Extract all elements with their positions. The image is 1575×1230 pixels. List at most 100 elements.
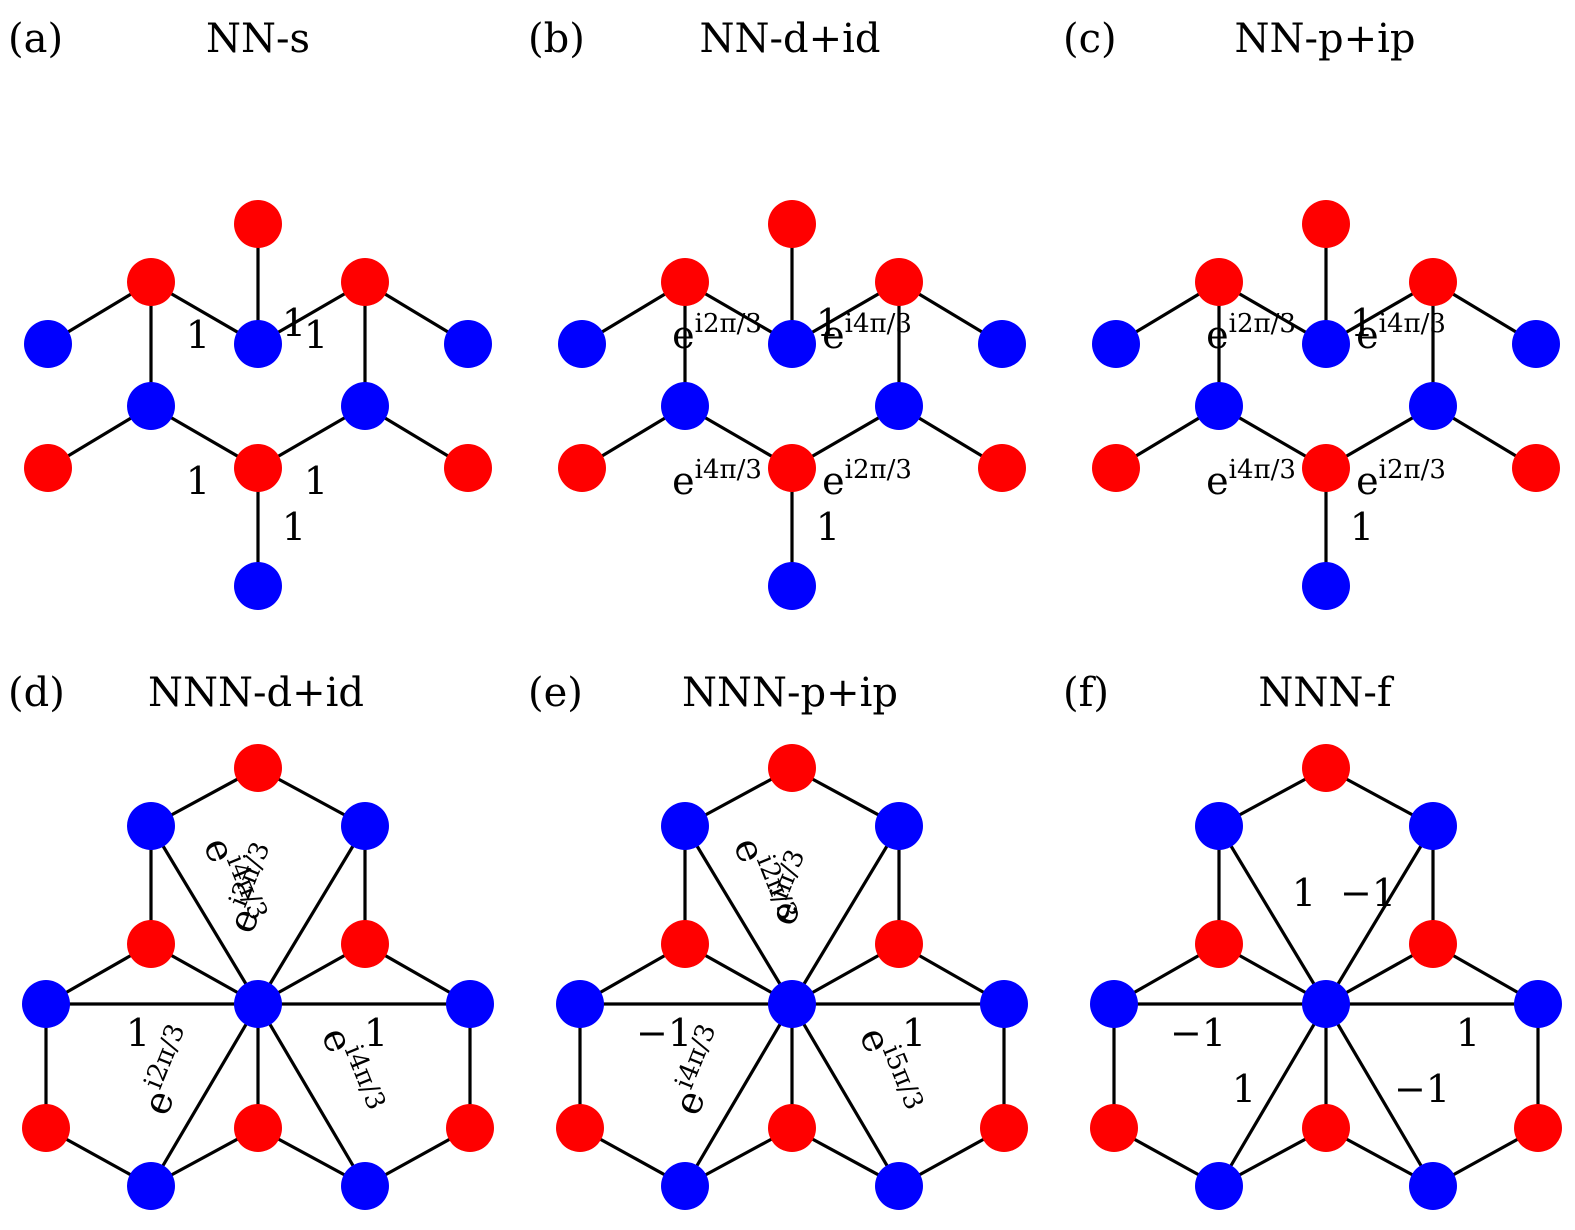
bond-label: ei2π/3 bbox=[672, 309, 762, 357]
site-red bbox=[24, 444, 72, 492]
bonds bbox=[47, 224, 469, 586]
bond-label-base: 1 bbox=[282, 301, 306, 345]
site-blue bbox=[24, 320, 72, 368]
site-red bbox=[1092, 444, 1140, 492]
lattice-sites bbox=[22, 744, 494, 1210]
bond-label: ei4π/3 bbox=[672, 455, 762, 503]
bond-label: 1 bbox=[1292, 871, 1316, 915]
bond-label-base: 1 bbox=[126, 1011, 150, 1055]
site-red bbox=[1302, 1104, 1350, 1152]
site-red bbox=[1302, 200, 1350, 248]
site-blue bbox=[1512, 320, 1560, 368]
site-blue bbox=[127, 1162, 175, 1210]
bond-label-exponent: i2π/3 bbox=[1379, 455, 1446, 485]
site-blue bbox=[341, 1162, 389, 1210]
site-red bbox=[234, 444, 282, 492]
site-blue bbox=[234, 320, 282, 368]
panel-letter: (e) bbox=[528, 670, 583, 716]
site-blue bbox=[1195, 382, 1243, 430]
bond-label-base: 1 bbox=[1350, 301, 1374, 345]
lattice-sites bbox=[1090, 744, 1562, 1210]
site-blue bbox=[875, 802, 923, 850]
site-red bbox=[341, 258, 389, 306]
site-red bbox=[234, 200, 282, 248]
site-red bbox=[127, 258, 175, 306]
bond-label-base: e bbox=[822, 313, 845, 357]
bond-label-base: −1 bbox=[1394, 1067, 1450, 1111]
site-blue bbox=[1302, 320, 1350, 368]
bond-label-base: 1 bbox=[1232, 1067, 1256, 1111]
site-red bbox=[661, 920, 709, 968]
site-blue bbox=[980, 980, 1028, 1028]
site-red bbox=[1512, 444, 1560, 492]
site-blue bbox=[1409, 1162, 1457, 1210]
site-red bbox=[768, 200, 816, 248]
bond-label-exponent: i4π/3 bbox=[695, 455, 762, 485]
panel-title: NNN-f bbox=[1258, 670, 1395, 716]
bond-label-base: 1 bbox=[816, 301, 840, 345]
site-red bbox=[444, 444, 492, 492]
bond-label: 1 bbox=[282, 505, 306, 549]
site-blue bbox=[978, 320, 1026, 368]
bond-line bbox=[790, 825, 901, 1005]
site-red bbox=[127, 920, 175, 968]
bond-label: 1 bbox=[126, 1011, 150, 1055]
bond-line bbox=[1217, 825, 1328, 1005]
bond-label: ei2π/3 bbox=[822, 455, 912, 503]
bond-line bbox=[683, 1003, 794, 1187]
bond-label: 1 bbox=[186, 459, 210, 503]
bond-label-exponent: i4π/3 bbox=[1229, 455, 1296, 485]
bond-line bbox=[149, 1003, 260, 1187]
bond-label-base: 1 bbox=[1292, 871, 1316, 915]
bond-label-base: −1 bbox=[1170, 1011, 1226, 1055]
bond-label-base: e bbox=[672, 313, 695, 357]
bond-label: 1 bbox=[186, 313, 210, 357]
site-blue bbox=[1090, 980, 1138, 1028]
site-blue bbox=[341, 382, 389, 430]
bond-line bbox=[1324, 1003, 1435, 1187]
site-blue bbox=[768, 980, 816, 1028]
site-blue bbox=[661, 382, 709, 430]
panel-title: NNN-d+id bbox=[148, 670, 364, 716]
site-red bbox=[768, 744, 816, 792]
bond-label: ei2π/3 bbox=[1356, 455, 1446, 503]
bond-line bbox=[683, 825, 794, 1005]
bond-line bbox=[1217, 1003, 1328, 1187]
bond-label: ei4π/3 bbox=[1206, 455, 1296, 503]
site-blue bbox=[1195, 1162, 1243, 1210]
bond-label-base: e bbox=[1356, 313, 1379, 357]
panel-letter: (c) bbox=[1063, 16, 1117, 62]
site-red bbox=[661, 258, 709, 306]
bond-label: 1 bbox=[304, 313, 328, 357]
lattice-sites bbox=[24, 200, 492, 610]
site-red bbox=[1514, 1104, 1562, 1152]
site-blue bbox=[1409, 382, 1457, 430]
panel-letter: (a) bbox=[8, 16, 63, 62]
site-blue bbox=[1302, 562, 1350, 610]
bond-label-exponent: i2π/3 bbox=[695, 309, 762, 339]
bond-label-base: 1 bbox=[186, 313, 210, 357]
site-red bbox=[875, 920, 923, 968]
panel-letter: (f) bbox=[1063, 670, 1109, 716]
site-red bbox=[234, 1104, 282, 1152]
bond-label-base: e bbox=[672, 459, 695, 503]
lattice-sites bbox=[1092, 200, 1560, 610]
site-blue bbox=[22, 980, 70, 1028]
site-red bbox=[341, 920, 389, 968]
site-blue bbox=[234, 562, 282, 610]
bond-label: 1 bbox=[1350, 301, 1374, 345]
bond-label: 1 bbox=[1456, 1011, 1480, 1055]
bond-label-exponent: i2π/3 bbox=[845, 455, 912, 485]
site-blue bbox=[768, 562, 816, 610]
bond-label-base: 1 bbox=[282, 505, 306, 549]
bond-label: 1 bbox=[1350, 505, 1374, 549]
bond-label-base: 1 bbox=[304, 459, 328, 503]
site-blue bbox=[1092, 320, 1140, 368]
site-red bbox=[1409, 258, 1457, 306]
